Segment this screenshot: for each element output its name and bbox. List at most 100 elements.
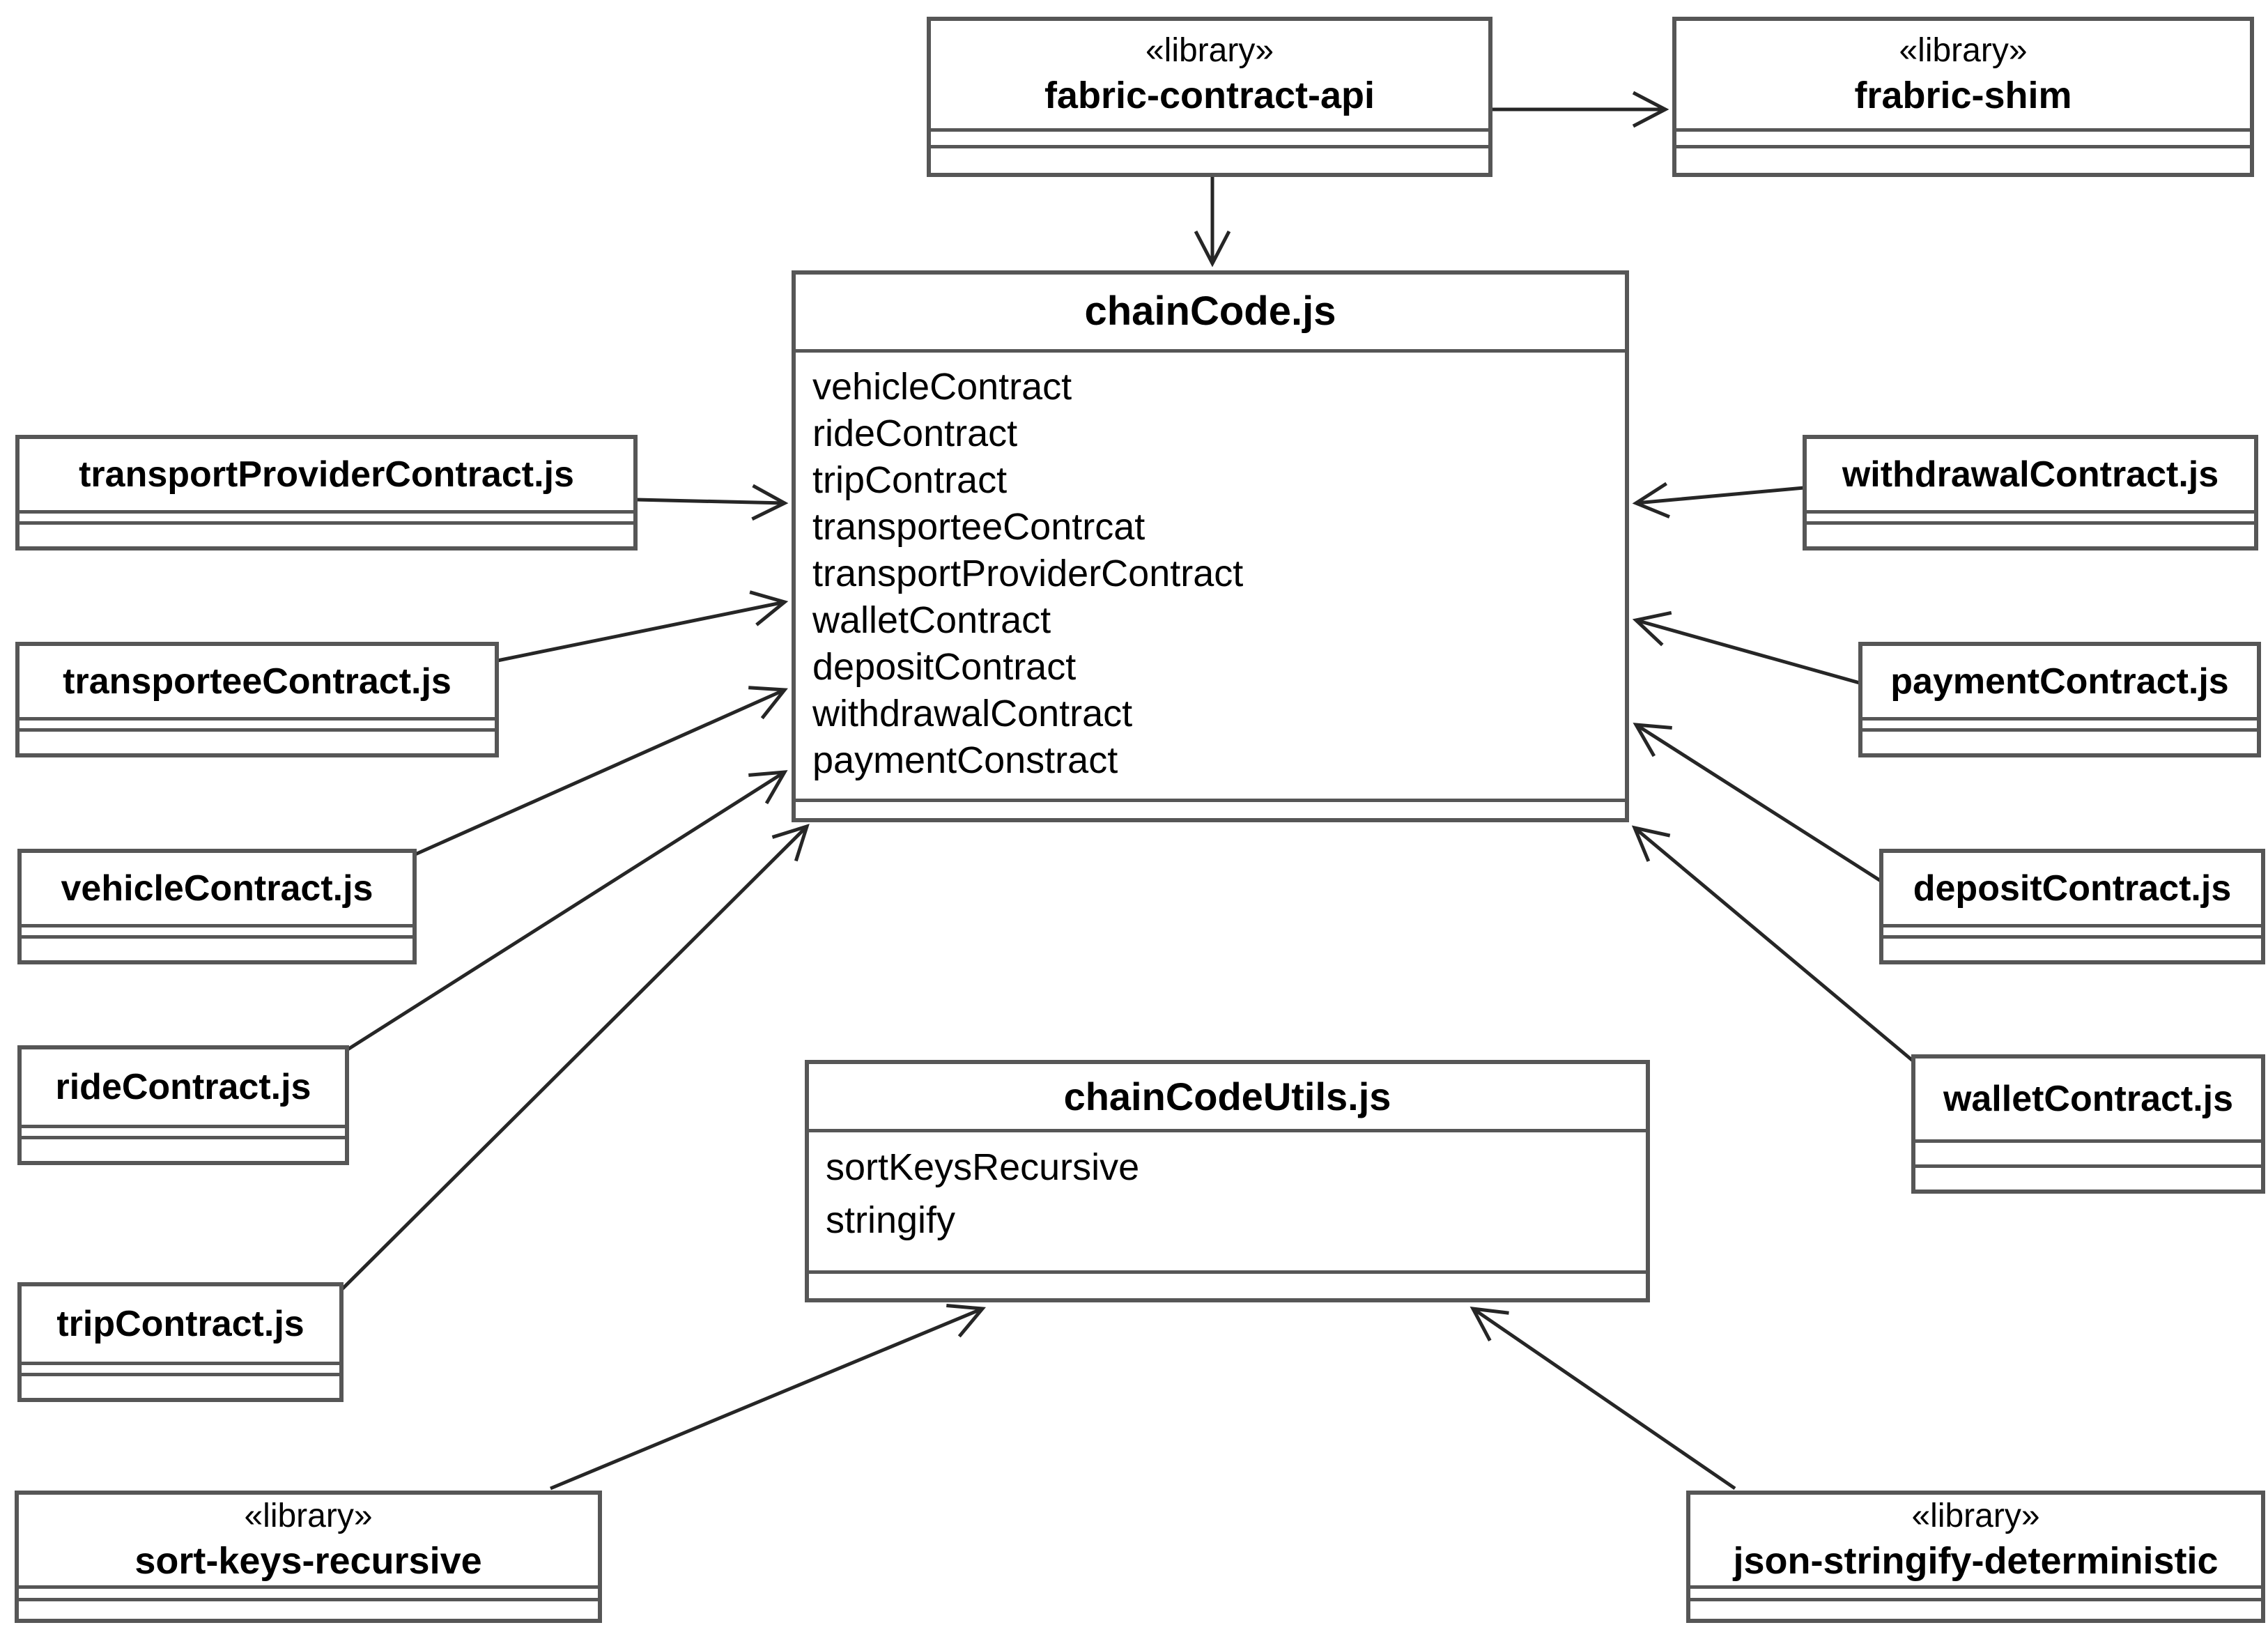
empty-compartment <box>1676 145 2250 173</box>
node-title: vehicleContract.js <box>61 868 373 909</box>
node-wallet-contract: walletContract.js <box>1911 1054 2265 1194</box>
members-compartment: vehicleContract rideContract tripContrac… <box>796 349 1625 799</box>
member-label: rideContract <box>812 413 1018 454</box>
node-title: withdrawalContract.js <box>1842 454 2219 495</box>
node-title: fabric-contract-api <box>1044 75 1375 117</box>
node-chaincode-utils: chainCodeUtils.js sortKeysRecursive stri… <box>805 1060 1650 1302</box>
edge-trip-to-chaincode <box>341 824 810 1291</box>
empty-compartment <box>22 1373 339 1398</box>
title-compartment: withdrawalContract.js <box>1807 439 2254 510</box>
title-compartment: rideContract.js <box>22 1049 345 1125</box>
node-json-stringify-deterministic: «library» json-stringify-deterministic <box>1686 1491 2265 1623</box>
member-label: walletContract <box>812 599 1051 641</box>
empty-compartment <box>931 145 1488 173</box>
edge-sort-keys-recursive-to-utils <box>550 1304 986 1491</box>
member-label: vehicleContract <box>812 366 1072 408</box>
empty-compartment <box>1915 1139 2261 1164</box>
empty-compartment <box>1676 128 2250 145</box>
empty-compartment <box>1883 924 2261 935</box>
node-vehicle-contract: vehicleContract.js <box>17 849 417 964</box>
title-compartment: paymentContract.js <box>1862 646 2257 717</box>
empty-compartment <box>1862 728 2257 753</box>
empty-compartment <box>809 1270 1646 1298</box>
title-compartment: «library» frabric-shim <box>1676 21 2250 128</box>
empty-compartment <box>1690 1597 2261 1626</box>
node-title: transportProviderContract.js <box>79 454 574 495</box>
stereotype-label: «library» <box>1899 32 2028 70</box>
node-transport-provider-contract: transportProviderContract.js <box>15 435 638 551</box>
empty-compartment <box>22 924 412 935</box>
empty-compartment <box>20 510 633 521</box>
node-transportee-contract: transporteeContract.js <box>15 642 499 757</box>
title-compartment: walletContract.js <box>1915 1059 2261 1139</box>
edge-payment-to-chaincode <box>1632 610 1860 685</box>
empty-compartment <box>931 128 1488 145</box>
title-compartment: «library» sort-keys-recursive <box>19 1495 598 1585</box>
node-ride-contract: rideContract.js <box>17 1045 349 1165</box>
title-compartment: «library» json-stringify-deterministic <box>1690 1495 2261 1585</box>
edge-json-stringify-to-utils <box>1469 1306 1736 1491</box>
member-label: transportProviderContract <box>812 553 1244 594</box>
member-label: paymentConstract <box>812 739 1118 781</box>
node-title: chainCodeUtils.js <box>1063 1074 1391 1118</box>
member-label: stringify <box>826 1199 956 1241</box>
edge-wallet-to-chaincode <box>1631 825 1914 1062</box>
member-label: withdrawalContract <box>812 693 1133 734</box>
empty-compartment <box>796 799 1625 818</box>
edge-transport-provider-to-chaincode <box>635 484 789 521</box>
node-title: json-stringify-deterministic <box>1733 1540 2219 1583</box>
member-label: tripContract <box>812 459 1008 501</box>
empty-compartment <box>20 717 495 728</box>
node-title: paymentContract.js <box>1890 661 2229 702</box>
empty-compartment <box>19 1585 598 1598</box>
empty-compartment <box>22 1362 339 1373</box>
title-compartment: transportProviderContract.js <box>20 439 633 510</box>
node-title: rideContract.js <box>55 1066 311 1107</box>
member-label: transporteeContrcat <box>812 506 1145 548</box>
empty-compartment <box>22 1125 345 1136</box>
edge-ride-to-chaincode <box>346 770 788 1052</box>
node-title: frabric-shim <box>1854 75 2072 117</box>
node-title: depositContract.js <box>1913 868 2232 909</box>
member-label: depositContract <box>812 646 1077 688</box>
title-compartment: chainCodeUtils.js <box>809 1064 1646 1129</box>
edge-vehicle-to-chaincode <box>414 686 788 856</box>
title-compartment: transporteeContract.js <box>20 646 495 717</box>
edge-deposit-to-chaincode <box>1633 723 1882 883</box>
empty-compartment <box>1862 717 2257 728</box>
node-frabric-shim: «library» frabric-shim <box>1672 17 2254 177</box>
empty-compartment <box>20 728 495 753</box>
title-compartment: «library» fabric-contract-api <box>931 21 1488 128</box>
node-title: transporteeContract.js <box>63 661 452 702</box>
empty-compartment <box>1807 521 2254 546</box>
title-compartment: depositContract.js <box>1883 853 2261 924</box>
empty-compartment <box>22 935 412 960</box>
empty-compartment <box>1807 510 2254 521</box>
empty-compartment <box>1915 1164 2261 1190</box>
member-label: sortKeysRecursive <box>826 1146 1140 1188</box>
node-trip-contract: tripContract.js <box>17 1282 344 1402</box>
empty-compartment <box>22 1136 345 1161</box>
stereotype-label: «library» <box>1145 32 1274 70</box>
title-compartment: chainCode.js <box>796 275 1625 349</box>
node-sort-keys-recursive: «library» sort-keys-recursive <box>15 1491 602 1623</box>
node-deposit-contract: depositContract.js <box>1879 849 2265 964</box>
stereotype-label: «library» <box>244 1498 373 1534</box>
members-compartment: sortKeysRecursive stringify <box>809 1129 1646 1270</box>
empty-compartment <box>19 1597 598 1626</box>
empty-compartment <box>1883 935 2261 960</box>
title-compartment: tripContract.js <box>22 1286 339 1362</box>
empty-compartment <box>20 521 633 546</box>
edge-withdrawal-to-chaincode <box>1632 482 1805 519</box>
node-chaincode: chainCode.js vehicleContract rideContrac… <box>792 270 1629 822</box>
node-title: tripContract.js <box>56 1303 304 1344</box>
node-withdrawal-contract: withdrawalContract.js <box>1803 435 2258 551</box>
node-title: chainCode.js <box>1084 288 1336 334</box>
node-title: walletContract.js <box>1943 1078 2234 1119</box>
node-fabric-contract-api: «library» fabric-contract-api <box>927 17 1492 177</box>
title-compartment: vehicleContract.js <box>22 853 412 924</box>
stereotype-label: «library» <box>1911 1498 2040 1534</box>
empty-compartment <box>1690 1585 2261 1598</box>
